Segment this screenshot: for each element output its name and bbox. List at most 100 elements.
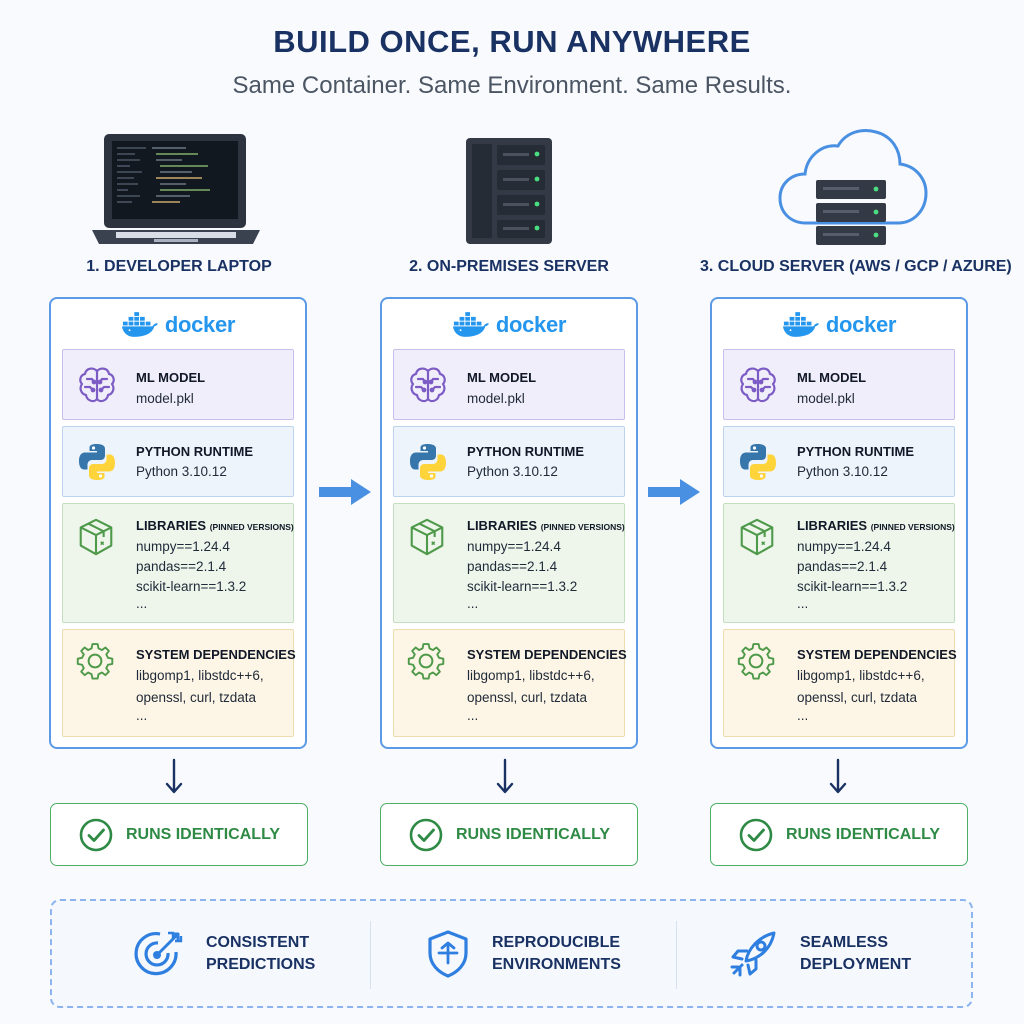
layer-value: Python 3.10.12 (797, 464, 888, 479)
library-item: numpy==1.24.4 (136, 539, 230, 554)
layer-title-text: LIBRARIES (467, 518, 538, 533)
benefit-line: DEPLOYMENT (800, 955, 912, 973)
layer-title: LIBRARIES (PINNED VERSIONS) (136, 518, 294, 533)
layer-title: PYTHON RUNTIME (136, 444, 253, 459)
brain-icon (406, 363, 450, 407)
flow-arrow-icon (319, 477, 373, 507)
checkmark-circle-icon (78, 817, 114, 853)
laptop-icon (92, 134, 260, 244)
benefit-line: SEAMLESS (800, 933, 889, 951)
docker-wordmark: docker (164, 311, 236, 337)
python-icon (75, 440, 119, 484)
layer-ml-model: ML MODEL model.pkl (62, 349, 294, 420)
dependency-item: openssl, curl, tzdata (797, 690, 918, 705)
benefit-line: PREDICTIONS (206, 955, 316, 973)
result-label: RUNS IDENTICALLY (785, 825, 941, 843)
benefits-bar: CONSISTENT PREDICTIONS REPRODUCIBLE ENVI… (50, 899, 973, 1008)
dependency-item: ... (136, 708, 148, 723)
arrow-down-icon (826, 757, 850, 797)
layer-title-note: (PINNED VERSIONS) (540, 522, 625, 532)
docker-logo: docker (51, 311, 305, 338)
benefit-divider (370, 921, 371, 989)
result-label: RUNS IDENTICALLY (125, 825, 281, 843)
python-icon (406, 440, 450, 484)
layer-title: PYTHON RUNTIME (467, 444, 584, 459)
library-item: ... (797, 596, 809, 611)
layer-python-runtime: PYTHON RUNTIME Python 3.10.12 (723, 426, 955, 497)
layer-title-text: LIBRARIES (797, 518, 868, 533)
layer-title: SYSTEM DEPENDENCIES (136, 647, 296, 662)
layer-title: LIBRARIES (PINNED VERSIONS) (467, 518, 625, 533)
layer-value: model.pkl (136, 391, 194, 406)
layer-title: ML MODEL (797, 370, 867, 385)
gear-icon (406, 641, 446, 681)
library-item: ... (467, 596, 479, 611)
package-icon (406, 516, 448, 558)
checkmark-circle-icon (738, 817, 774, 853)
layer-title: ML MODEL (467, 370, 537, 385)
library-item: scikit-learn==1.3.2 (797, 579, 908, 594)
dependency-item: openssl, curl, tzdata (467, 690, 588, 705)
layer-title: ML MODEL (136, 370, 206, 385)
env-title-cloud: 3. CLOUD SERVER (AWS / GCP / AZURE) (700, 258, 1012, 275)
dependency-item: libgomp1, libstdc++6, (467, 668, 595, 683)
gear-icon (736, 641, 776, 681)
layer-libraries: LIBRARIES (PINNED VERSIONS) numpy==1.24.… (393, 503, 625, 623)
layer-ml-model: ML MODEL model.pkl (393, 349, 625, 420)
layer-python-runtime: PYTHON RUNTIME Python 3.10.12 (393, 426, 625, 497)
dependency-item: libgomp1, libstdc++6, (797, 668, 925, 683)
library-item: numpy==1.24.4 (797, 539, 891, 554)
cloud-server-icon (778, 129, 928, 245)
library-item: scikit-learn==1.3.2 (136, 579, 247, 594)
gear-icon (75, 641, 115, 681)
benefit-line: CONSISTENT (206, 933, 310, 951)
layer-title-note: (PINNED VERSIONS) (209, 522, 294, 532)
docker-wordmark: docker (495, 311, 567, 337)
library-item: scikit-learn==1.3.2 (467, 579, 578, 594)
docker-container-cloud: docker ML MODEL model.pkl PYTHON RUNTIME… (710, 297, 968, 749)
benefit-seamless-deployment: SEAMLESS DEPLOYMENT (728, 901, 950, 1006)
layer-ml-model: ML MODEL model.pkl (723, 349, 955, 420)
benefit-line: ENVIRONMENTS (492, 955, 621, 973)
library-item: pandas==2.1.4 (467, 559, 558, 574)
dependency-item: ... (467, 708, 479, 723)
docker-whale-icon (121, 311, 159, 338)
layer-value: model.pkl (797, 391, 855, 406)
result-label: RUNS IDENTICALLY (455, 825, 611, 843)
layer-python-runtime: PYTHON RUNTIME Python 3.10.12 (62, 426, 294, 497)
library-item: pandas==2.1.4 (136, 559, 227, 574)
dependency-item: libgomp1, libstdc++6, (136, 668, 264, 683)
shield-icon (428, 929, 468, 978)
docker-whale-icon (782, 311, 820, 338)
env-title-onprem: 2. ON-PREMISES SERVER (409, 258, 609, 275)
package-icon (736, 516, 778, 558)
layer-value: Python 3.10.12 (136, 464, 227, 479)
benefit-reproducible-environments: REPRODUCIBLE ENVIRONMENTS (426, 901, 642, 1006)
flow-arrow-icon (648, 477, 702, 507)
layer-libraries: LIBRARIES (PINNED VERSIONS) numpy==1.24.… (723, 503, 955, 623)
benefit-label: REPRODUCIBLE ENVIRONMENTS (492, 932, 642, 976)
layer-title: LIBRARIES (PINNED VERSIONS) (797, 518, 955, 533)
benefit-label: CONSISTENT PREDICTIONS (206, 932, 356, 976)
layer-title-note: (PINNED VERSIONS) (870, 522, 955, 532)
rocket-icon (730, 931, 776, 976)
dependency-item: ... (797, 708, 809, 723)
page-title: BUILD ONCE, RUN ANYWHERE (273, 24, 751, 59)
dependency-item: openssl, curl, tzdata (136, 690, 257, 705)
layer-title: PYTHON RUNTIME (797, 444, 914, 459)
library-item: ... (136, 596, 148, 611)
layer-system-dependencies: SYSTEM DEPENDENCIES libgomp1, libstdc++6… (393, 629, 627, 737)
result-badge-laptop: RUNS IDENTICALLY (50, 803, 308, 866)
layer-title-text: LIBRARIES (136, 518, 207, 533)
docker-whale-icon (452, 311, 490, 338)
docker-logo: docker (712, 311, 966, 338)
layer-value: model.pkl (467, 391, 525, 406)
layer-title: SYSTEM DEPENDENCIES (467, 647, 627, 662)
docker-container-onprem: docker ML MODEL model.pkl PYTHON RUNTIME… (380, 297, 638, 749)
library-item: pandas==2.1.4 (797, 559, 888, 574)
result-badge-onprem: RUNS IDENTICALLY (380, 803, 638, 866)
arrow-down-icon (162, 757, 186, 797)
page-subtitle: Same Container. Same Environment. Same R… (232, 72, 792, 99)
checkmark-circle-icon (408, 817, 444, 853)
server-icon (466, 138, 552, 244)
